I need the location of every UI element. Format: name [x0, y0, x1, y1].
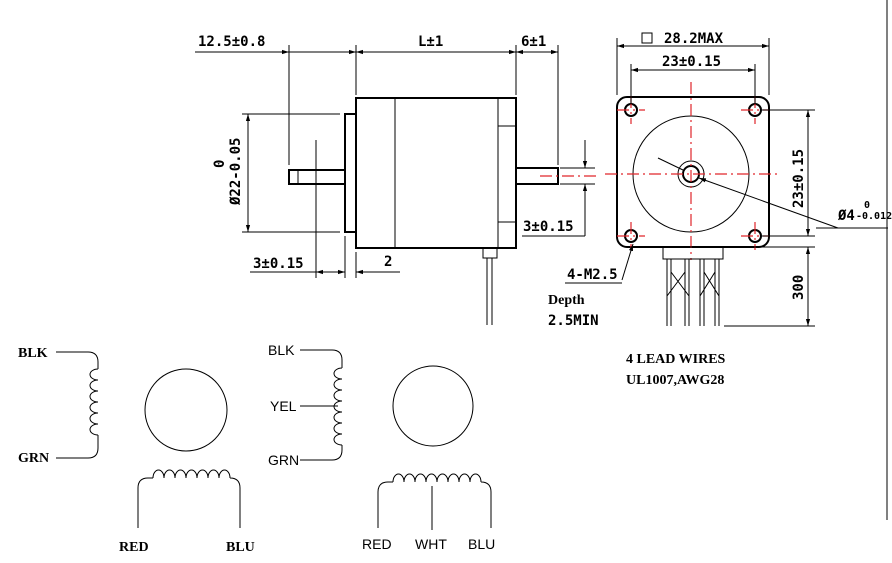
dim-hole-spacing-y: 23±0.15 [791, 149, 807, 208]
dim-screw: 4-M2.5 [567, 267, 618, 283]
lead-label-wht: WHT [415, 536, 447, 552]
note-lead-wires: 4 LEAD WIRES [626, 352, 726, 367]
lead-label-yel: YEL [270, 398, 297, 414]
phase-b-coil [377, 473, 492, 530]
lead-label-blu: BLU [226, 540, 255, 555]
lead-connector [662, 246, 724, 260]
lead-label-blk: BLK [18, 346, 48, 361]
dim-lead-length: 300 [791, 275, 807, 300]
dim-rear-boss: 6±1 [521, 34, 546, 50]
dim-hole-spacing-x: 23±0.15 [662, 54, 721, 70]
side-view: 12.5±0.8 L±1 6±1 Ø22-0.05 0 3±0.15 2 3±0… [195, 34, 600, 325]
dim-pilot-diameter: Ø22-0.05 [228, 138, 244, 206]
schematic-6-lead: BLK YEL GRN RED WHT BLU [268, 342, 495, 552]
phase-a-coil [56, 351, 99, 459]
lead-label-red: RED [362, 536, 392, 552]
dim-body-length: L±1 [418, 34, 443, 50]
lead-label-blu: BLU [468, 536, 495, 552]
lead-label-grn: GRN [18, 451, 49, 466]
phase-b-coil [137, 469, 241, 528]
lead-wires [666, 259, 720, 326]
rotor-circle [392, 365, 474, 447]
dim-rear-shaft: 3±0.15 [523, 219, 574, 235]
lead-label-blk: BLK [268, 342, 295, 358]
rotor-circle [144, 368, 228, 452]
dim-shaft-tol-upper: 0 [864, 200, 870, 211]
dim-shaft-dia: Ø4 [837, 208, 855, 224]
schematic-4-lead: BLK GRN RED BLU [18, 346, 255, 555]
dim-depth-value: 2.5MIN [548, 313, 599, 329]
phase-a-coil [300, 349, 343, 461]
dim-shaft-tol-lower: -0.012 [856, 211, 892, 222]
front-flange [616, 96, 770, 248]
front-view: 28.2MAX 23±0.15 23±0.15 Ø4 0 -0.012 4-M2… [548, 31, 892, 388]
dim-pilot-tol: 0 [212, 160, 228, 168]
dim-shaft-length: 12.5±0.8 [198, 34, 265, 50]
note-ul-rating: UL1007,AWG28 [626, 373, 724, 388]
lead-label-red: RED [119, 540, 149, 555]
dim-flange-thickness: 2 [384, 254, 392, 270]
dim-pilot-height: 3±0.15 [253, 256, 304, 272]
pilot-boss [344, 113, 357, 233]
dim-flange-max: 28.2MAX [664, 31, 724, 47]
front-shaft [288, 169, 346, 185]
lead-label-grn: GRN [268, 452, 299, 468]
dim-depth-label: Depth [548, 293, 585, 308]
motor-body [355, 97, 517, 249]
